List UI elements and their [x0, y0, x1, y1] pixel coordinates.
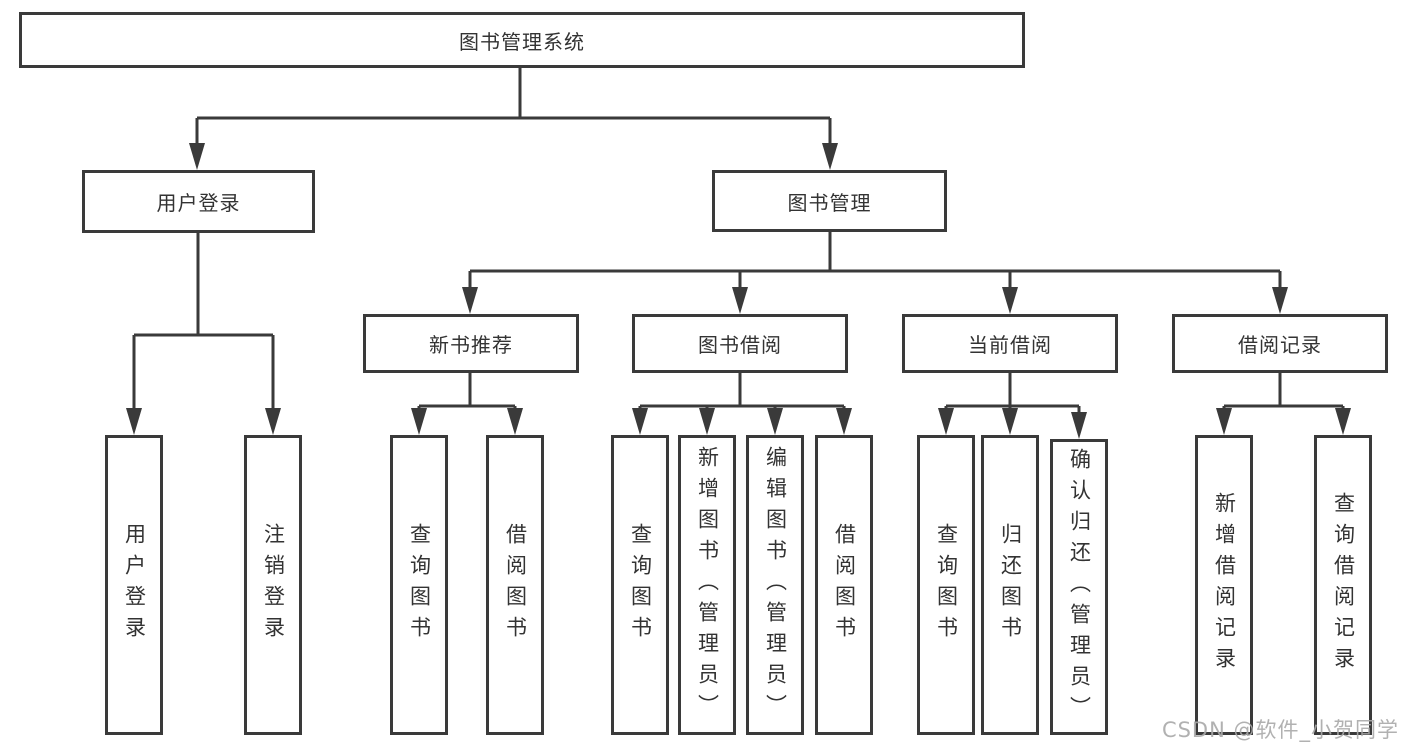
arrow-head — [732, 287, 748, 314]
connector-book-mgmt-branch — [468, 232, 1282, 295]
arrow-head — [1335, 408, 1351, 435]
connector-root-to-level1 — [195, 67, 832, 150]
node-user-login-label: 用户登录 — [156, 191, 241, 215]
node-root: 图书管理系统 — [19, 12, 1025, 68]
leaf-add-books-admin: 新增图书（管理员） — [678, 435, 736, 735]
connector-current-borrow-branch — [944, 372, 1081, 420]
csdn-watermark: CSDN @软件_小贺同学 — [1161, 718, 1399, 742]
node-borrow-records-label: 借阅记录 — [1238, 333, 1322, 357]
leaf-user-login-label: 用户登录 — [122, 523, 147, 647]
node-user-login: 用户登录 — [82, 170, 315, 233]
arrow-head — [632, 408, 648, 435]
leaf-borrow-books-label: 借阅图书 — [832, 523, 857, 647]
node-root-label: 图书管理系统 — [459, 29, 585, 54]
leaf-logout-label: 注销登录 — [261, 523, 286, 647]
leaf-confirm-return-admin: 确认归还（管理员） — [1050, 439, 1108, 735]
arrow-head — [411, 408, 427, 435]
node-book-borrow: 图书借阅 — [632, 314, 848, 373]
arrow-head — [699, 408, 715, 435]
connector-borrow-records-branch — [1222, 372, 1345, 416]
node-current-borrow: 当前借阅 — [902, 314, 1118, 373]
node-new-book-recommend: 新书推荐 — [363, 314, 579, 373]
node-book-management: 图书管理 — [712, 170, 947, 232]
leaf-borrow-books-recommend-label: 借阅图书 — [503, 523, 528, 647]
arrow-head — [767, 408, 783, 435]
node-new-book-recommend-label: 新书推荐 — [429, 333, 513, 357]
arrow-head — [1002, 287, 1018, 314]
leaf-add-borrow-record-label: 新增借阅记录 — [1212, 492, 1237, 678]
leaf-query-books-recommend-label: 查询图书 — [407, 523, 432, 647]
leaf-logout: 注销登录 — [244, 435, 302, 735]
arrow-head — [126, 408, 142, 435]
leaf-return-books: 归还图书 — [981, 435, 1039, 735]
leaf-query-books-recommend: 查询图书 — [390, 435, 448, 735]
arrow-head — [822, 143, 838, 170]
leaf-confirm-return-admin-label: 确认归还（管理员） — [1067, 447, 1092, 727]
connector-new-book-branch — [417, 372, 517, 416]
connector-book-borrow-branch — [638, 372, 846, 416]
arrow-head — [1216, 408, 1232, 435]
arrow-head — [189, 143, 205, 170]
arrow-head — [265, 408, 281, 435]
node-book-management-label: 图书管理 — [787, 190, 872, 215]
leaf-add-borrow-record: 新增借阅记录 — [1195, 435, 1253, 735]
node-borrow-records: 借阅记录 — [1172, 314, 1388, 373]
arrow-head — [1002, 408, 1018, 435]
leaf-query-books-current-label: 查询图书 — [934, 523, 959, 647]
leaf-return-books-label: 归还图书 — [998, 523, 1023, 647]
leaf-query-borrow-record: 查询借阅记录 — [1314, 435, 1372, 735]
arrow-head — [836, 408, 852, 435]
leaf-query-books-borrow: 查询图书 — [611, 435, 669, 735]
arrow-head — [1071, 412, 1087, 439]
node-current-borrow-label: 当前借阅 — [968, 333, 1052, 357]
arrow-head — [507, 408, 523, 435]
leaf-query-books-borrow-label: 查询图书 — [628, 523, 653, 647]
arrow-head — [1272, 287, 1288, 314]
leaf-edit-books-admin: 编辑图书（管理员） — [746, 435, 804, 735]
leaf-query-borrow-record-label: 查询借阅记录 — [1331, 492, 1356, 678]
node-book-borrow-label: 图书借阅 — [698, 333, 782, 357]
leaf-borrow-books: 借阅图书 — [815, 435, 873, 735]
arrow-head — [462, 287, 478, 314]
leaf-edit-books-admin-label: 编辑图书（管理员） — [763, 445, 788, 725]
connector-user-login-branch — [132, 232, 275, 416]
leaf-user-login: 用户登录 — [105, 435, 163, 735]
leaf-add-books-admin-label: 新增图书（管理员） — [695, 445, 720, 725]
leaf-query-books-current: 查询图书 — [917, 435, 975, 735]
leaf-borrow-books-recommend: 借阅图书 — [486, 435, 544, 735]
arrow-head — [938, 408, 954, 435]
